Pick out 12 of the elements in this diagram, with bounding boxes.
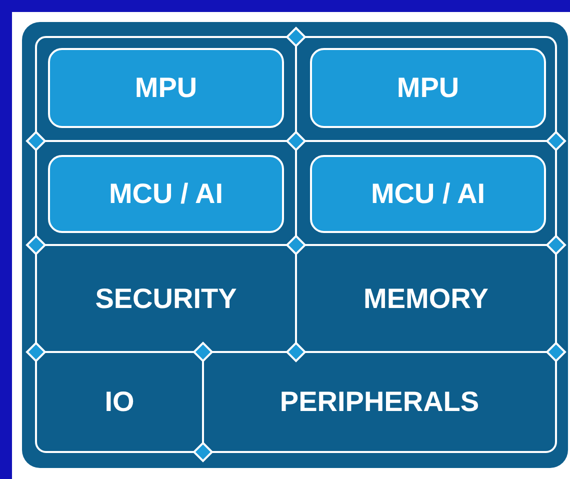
block-label: MCU / AI [108, 178, 224, 210]
block-label: IO [104, 386, 134, 418]
block-label: MCU / AI [370, 178, 486, 210]
core-block [48, 48, 284, 128]
block-label: MEMORY [364, 282, 488, 314]
block-label: MPU [134, 72, 198, 104]
core-block [48, 155, 284, 233]
block-label: PERIPHERALS [280, 386, 480, 418]
block-label: MPU [396, 72, 460, 104]
core-block [310, 48, 546, 128]
core-block [310, 155, 546, 233]
block-label: SECURITY [95, 282, 237, 314]
